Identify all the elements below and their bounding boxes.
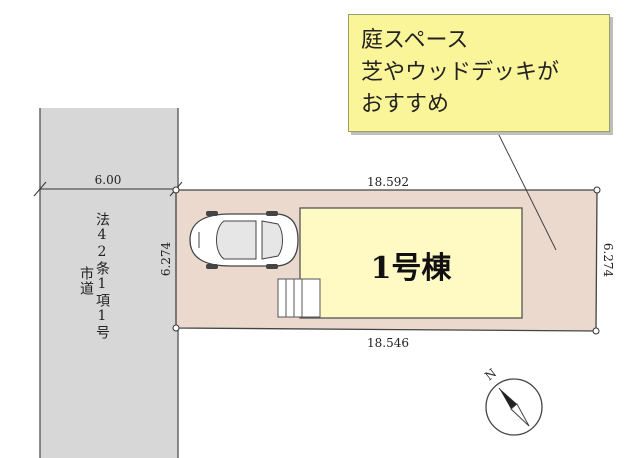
road-area (40, 108, 178, 458)
car-icon (189, 211, 299, 269)
lot-corner-marker (593, 186, 601, 194)
lot-corner-marker (592, 327, 600, 335)
lot-corner-marker (172, 324, 180, 332)
compass-icon: N (482, 366, 543, 436)
lot-top-dimension: 18.592 (367, 175, 409, 189)
lot-left-dimension: 6.274 (159, 241, 173, 276)
note-line: おすすめ (361, 92, 450, 117)
lot-bottom-dimension: 18.546 (367, 336, 409, 350)
road-type-label: 法42条1項1号 (94, 212, 110, 340)
garden-note-callout: 庭スペース 芝やウッドデッキが おすすめ (348, 14, 610, 132)
building-footprint (299, 207, 523, 319)
note-line: 庭スペース (361, 28, 469, 53)
svg-text:N: N (482, 366, 499, 383)
entrance-steps (277, 278, 321, 318)
note-line: 芝やウッドデッキが (361, 60, 560, 85)
lot-right-dimension: 6.274 (601, 243, 615, 278)
note-leader-line (497, 132, 557, 251)
road-width-tick-left (33, 181, 47, 197)
road-width-label: 6.00 (95, 173, 122, 187)
building-label: 1号棟 (370, 251, 452, 286)
lot-corner-marker (172, 186, 180, 194)
road-category-label: 市道 (78, 266, 94, 296)
